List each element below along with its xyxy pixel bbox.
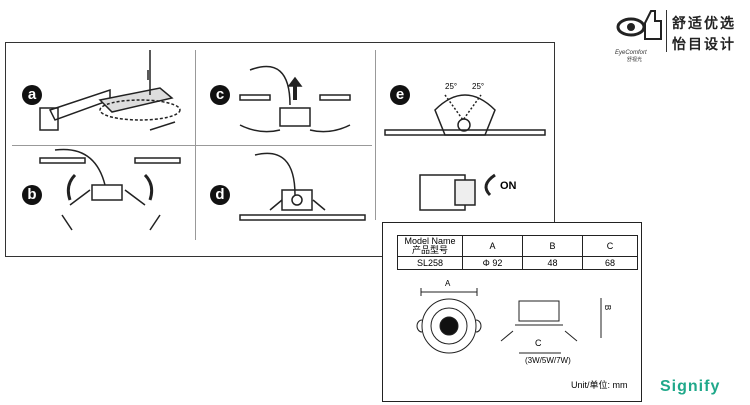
step-e-label: e [390,85,410,105]
step-a-cut-hole [39,50,181,131]
eye-thumb-icon [616,10,662,40]
header-a: A [462,235,523,257]
step-d-installed [239,152,366,221]
step-b-bend-springs [39,148,181,231]
installation-illustrations [39,50,546,231]
on-label: ON [500,180,517,192]
logo-brand-cn: 舒视光 [627,57,643,63]
slogan-line2: 怡目设计 [672,36,736,52]
cell-c: 68 [582,256,638,270]
step-d-label: d [210,185,230,205]
cell-b: 48 [522,256,583,270]
unit-label: Unit/单位: mm [571,380,628,390]
dim-a-label: A [445,279,451,288]
slogan-line1: 舒适优选 [672,15,736,31]
angle-right: 25° [472,82,485,91]
signify-logo: Signify [660,378,721,395]
step-a-label: a [22,85,42,105]
angle-left: 25° [445,82,458,91]
header-model: Model Name [404,236,456,246]
cell-a: Φ 92 [462,256,523,270]
header-b: B [522,235,583,257]
logo-brand: EyeComfort [615,50,647,56]
installation-frame [5,42,555,257]
step-c-insert [239,65,351,133]
step-b-label: b [22,185,42,205]
dim-c-label: C [535,338,542,348]
dimension-drawings [416,288,602,354]
header-model-cn: 产品型号 [411,245,448,255]
eyecomfort-logo: EyeComfort 舒视光 [615,5,665,63]
wattage-label: (3W/5W/7W) [525,356,571,365]
dim-b-label: B [603,304,613,311]
step-c-label: c [210,85,230,105]
header-c: C [582,235,638,257]
cell-model: SL258 [397,256,463,270]
step-e-adjust [384,94,546,211]
